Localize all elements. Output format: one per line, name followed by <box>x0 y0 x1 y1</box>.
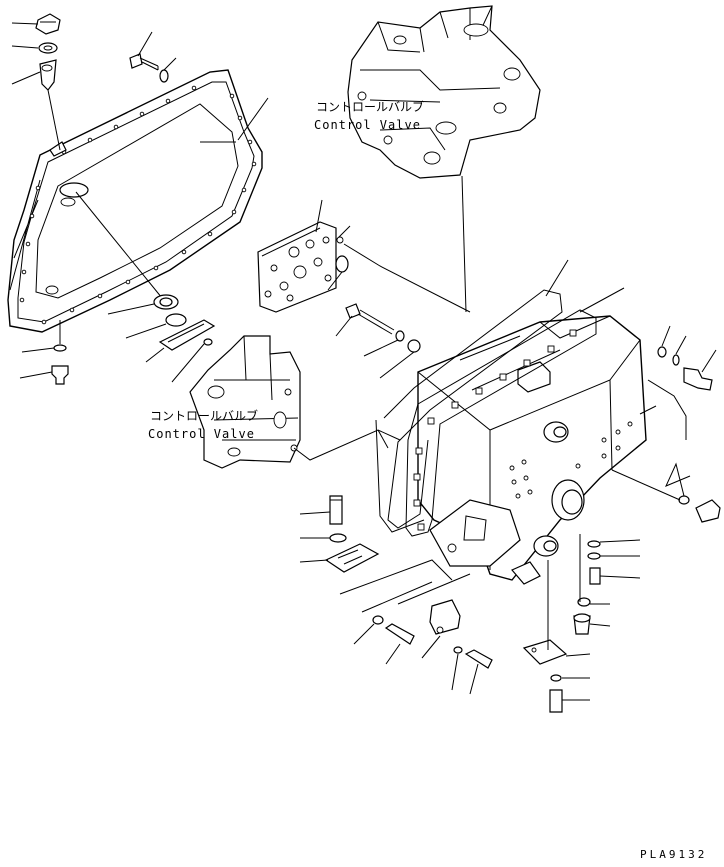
inspection-cover-parts <box>75 191 216 383</box>
control-valve-left-label-jp: コントロールバルブ <box>150 409 259 423</box>
drawing-code: PLA9132 <box>640 848 708 861</box>
case-front-plate-gasket <box>405 287 625 537</box>
leader-pan-gasket <box>200 97 269 143</box>
right-lower-parts <box>522 534 641 713</box>
drain-plug <box>19 320 69 385</box>
gasket-bolt-holes <box>413 329 577 531</box>
left-valve-connection <box>377 429 389 449</box>
control-valve-top-label-en: Control Valve <box>314 118 421 132</box>
cover-bolt-top <box>129 31 177 83</box>
lower-center-parts <box>353 599 493 695</box>
right-side-plugs <box>611 325 721 523</box>
lower-left-parts <box>299 495 471 613</box>
long-bolt <box>335 303 421 379</box>
transmission-case <box>417 315 647 585</box>
filler-cap-assembly <box>11 13 61 151</box>
case-gasket <box>375 259 569 533</box>
control-valve-top-label-jp: コントロールバルブ <box>316 100 425 114</box>
valve-connection-line <box>461 175 467 313</box>
case-side-holes <box>509 421 633 499</box>
control-valve-left <box>189 335 401 469</box>
control-valve-top <box>347 5 541 179</box>
control-valve-left-label-en: Control Valve <box>148 427 255 441</box>
oil-pan-cover <box>7 69 263 333</box>
valve-mounting-plate <box>257 199 471 313</box>
